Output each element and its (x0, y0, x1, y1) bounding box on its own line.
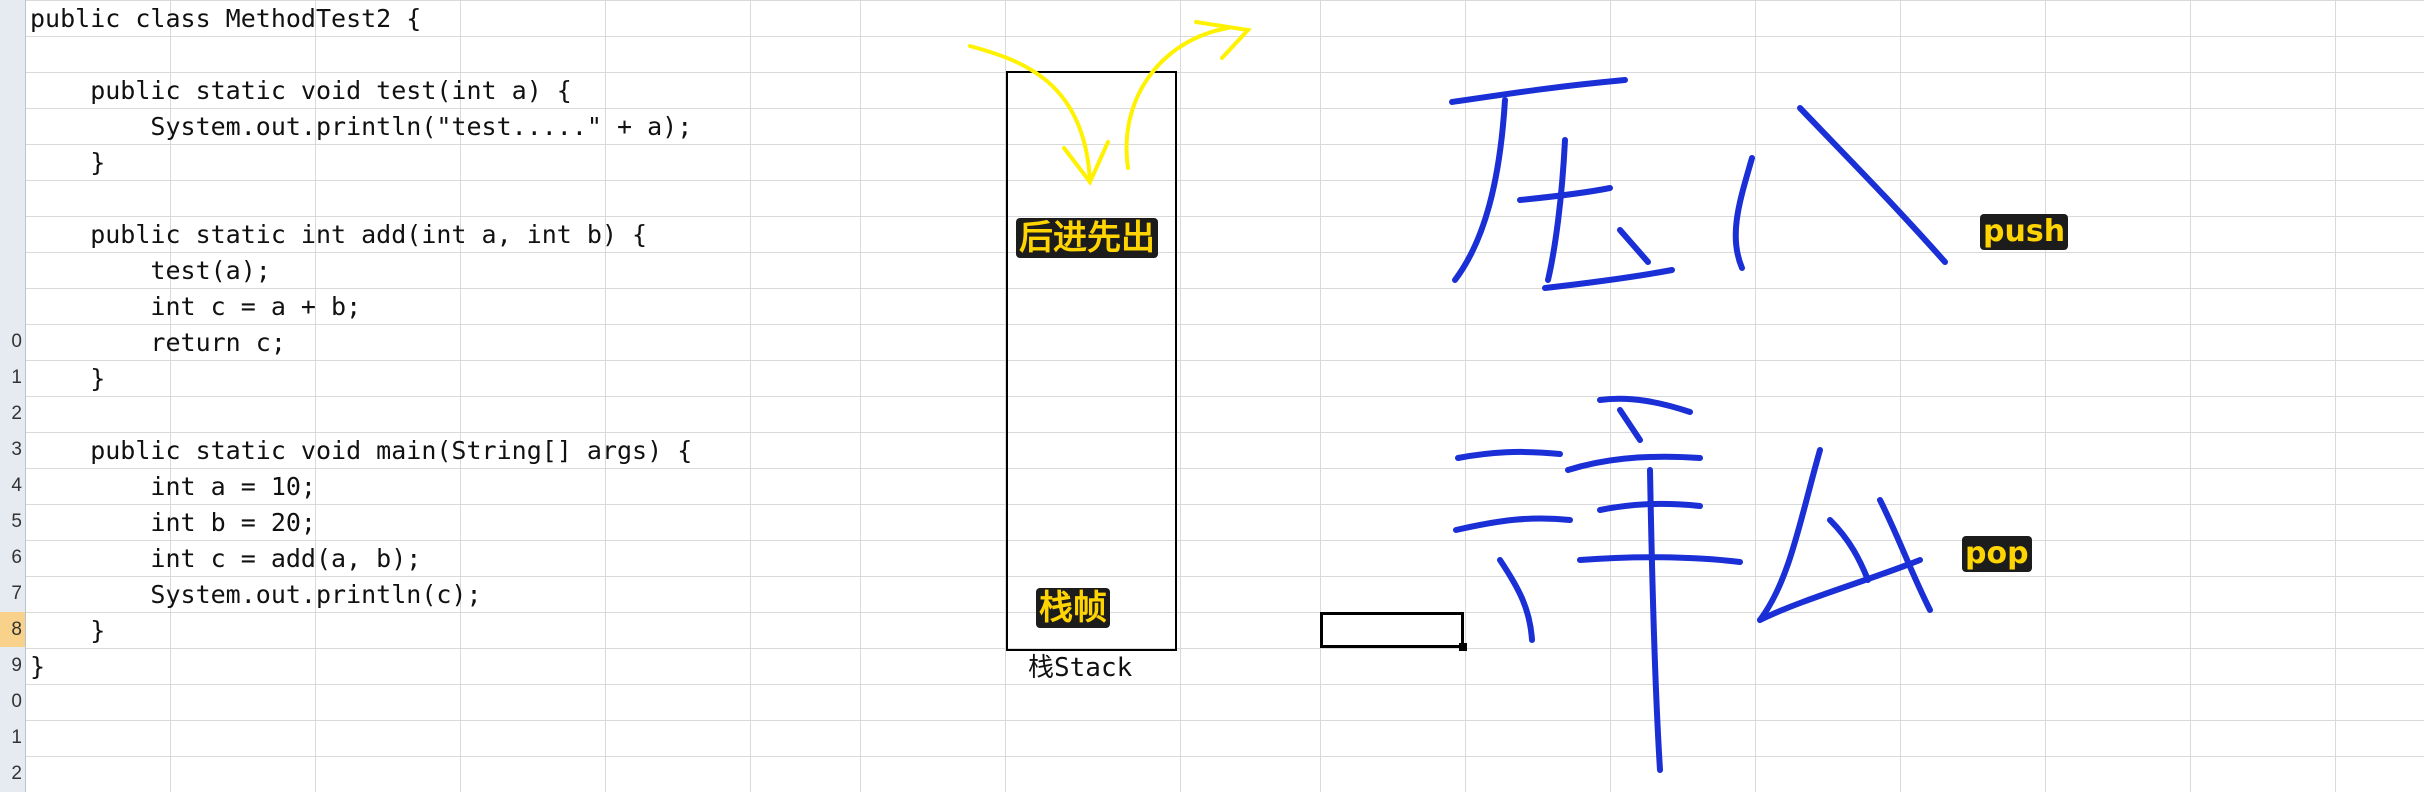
code-line: public static int add(int a, int b) { (30, 220, 648, 249)
lifo-label: 后进先出 (1016, 218, 1158, 258)
code-line: System.out.println(c); (30, 580, 482, 609)
fill-handle[interactable] (1459, 643, 1467, 651)
code-line: int c = a + b; (30, 292, 362, 321)
code-line: } (30, 364, 106, 393)
code-line: public static void main(String[] args) { (30, 436, 693, 465)
code-line: test(a); (30, 256, 271, 285)
row-number[interactable]: 7 (11, 583, 22, 604)
code-line: public static void test(int a) { (30, 76, 572, 105)
up-arrow-head (1194, 20, 1253, 60)
row-number[interactable]: 0 (11, 691, 22, 712)
code-line: int b = 20; (30, 508, 316, 537)
row-number[interactable]: 2 (11, 403, 22, 424)
row-number[interactable]: 4 (11, 475, 22, 496)
push-label: push (1980, 214, 2069, 250)
down-arrow-head (1062, 140, 1110, 186)
handwriting-pop-cn (1453, 395, 1933, 773)
code-line: } (30, 652, 46, 681)
selected-cell[interactable] (1320, 612, 1467, 651)
row-number[interactable]: 0 (11, 331, 22, 352)
code-line: int c = add(a, b); (30, 544, 422, 573)
row-number[interactable]: 2 (11, 763, 22, 784)
stack-frame-label: 栈帧 (1036, 588, 1110, 628)
row-number[interactable]: 6 (11, 547, 22, 568)
stack-box (1006, 71, 1177, 651)
pop-label: pop (1962, 536, 2032, 572)
row-number[interactable]: 1 (11, 367, 22, 388)
row-number[interactable]: 8 (0, 612, 25, 647)
row-number[interactable]: 9 (11, 655, 22, 676)
code-line: public class MethodTest2 { (30, 4, 422, 33)
code-line: return c; (30, 328, 286, 357)
code-line: } (30, 616, 106, 645)
row-number[interactable]: 1 (11, 727, 22, 748)
row-header: 0 1 2 3 4 5 6 7 8 9 0 1 2 (0, 0, 26, 792)
row-number[interactable]: 5 (11, 511, 22, 532)
yellow-arrows (968, 20, 1253, 186)
code-line: } (30, 148, 106, 177)
code-line: int a = 10; (30, 472, 316, 501)
row-number[interactable]: 3 (11, 439, 22, 460)
handwriting-push-cn (1449, 77, 1948, 291)
code-line: System.out.println("test....." + a); (30, 112, 693, 141)
down-arrow (968, 44, 1092, 184)
up-arrow (1124, 26, 1230, 170)
stack-caption: 栈Stack (1028, 653, 1133, 683)
